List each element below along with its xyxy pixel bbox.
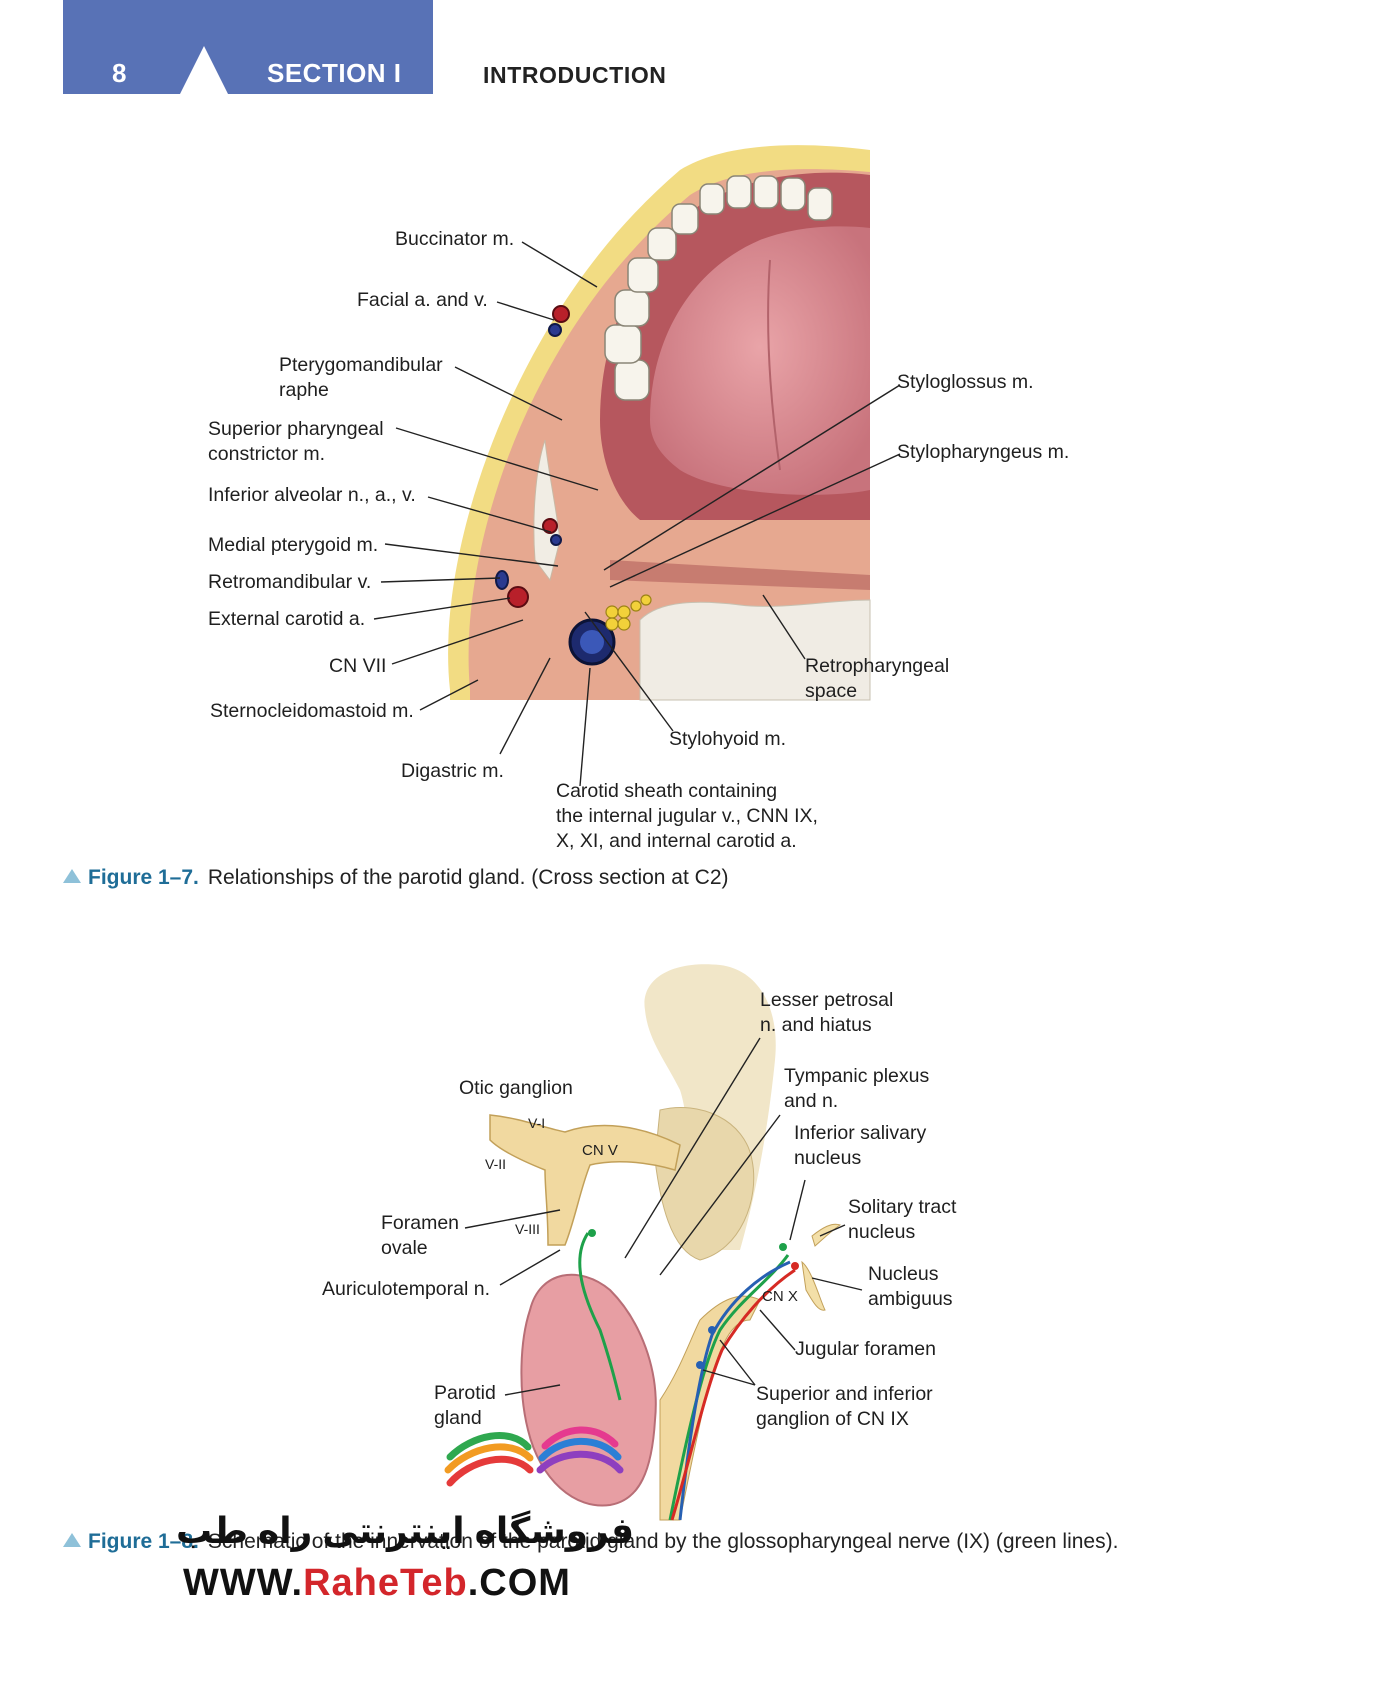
label-tympanic-plexus: Tympanic plexus and n. bbox=[784, 1065, 930, 1112]
label-pterygomandibular-raphe: Pterygomandibular raphe bbox=[279, 354, 443, 401]
figure-1-8-number: Figure 1–8. bbox=[88, 1530, 199, 1553]
label-auriculotemporal: Auriculotemporal n. bbox=[322, 1278, 490, 1300]
label-cn-x: CN X bbox=[762, 1288, 798, 1305]
watermark-url: WWW.RaheTeb.COM bbox=[183, 1562, 571, 1604]
section-title: SECTION I bbox=[267, 58, 402, 88]
label-buccinator: Buccinator m. bbox=[395, 228, 515, 250]
header-triangle-icon bbox=[180, 46, 228, 94]
label-superior-inferior-ganglion: Superior and inferior ganglion of CN IX bbox=[756, 1383, 933, 1430]
label-inferior-salivary-nucleus: Inferior salivary nucleus bbox=[794, 1122, 927, 1169]
label-cn-vii: CN VII bbox=[329, 655, 387, 677]
label-carotid-sheath: Carotid sheath containing the internal j… bbox=[556, 780, 818, 852]
label-lesser-petrosal: Lesser petrosal n. and hiatus bbox=[760, 989, 894, 1036]
page-number: 8 bbox=[112, 58, 127, 88]
label-facial-artery-vein: Facial a. and v. bbox=[357, 289, 488, 311]
label-nucleus-ambiguus: Nucleus ambiguus bbox=[868, 1263, 953, 1310]
label-v-ii: V-II bbox=[485, 1156, 507, 1172]
label-sternocleidomastoid: Sternocleidomastoid m. bbox=[210, 700, 414, 722]
chapter-title: INTRODUCTION bbox=[483, 62, 667, 88]
caption-triangle-icon bbox=[63, 869, 81, 883]
caption-triangle-icon bbox=[63, 1533, 81, 1547]
label-cn-v: CN V bbox=[582, 1142, 618, 1159]
figure-1-8-caption-text: Schematic of the innervation of the paro… bbox=[207, 1530, 1119, 1553]
watermark-persian-text: فروشگاه اینترنتی راه طب bbox=[176, 1510, 635, 1551]
label-retropharyngeal-space: Retropharyngeal space bbox=[805, 655, 950, 702]
figure-1-7-illustration bbox=[373, 145, 901, 787]
label-retromandibular: Retromandibular v. bbox=[208, 571, 372, 593]
section-header-tab bbox=[63, 0, 433, 94]
figure-1-7-caption-text: Relationships of the parotid gland. (Cro… bbox=[207, 866, 729, 889]
label-stylohyoid: Stylohyoid m. bbox=[669, 728, 787, 750]
label-foramen-ovale: Foramen ovale bbox=[381, 1212, 460, 1259]
label-v-iii: V-III bbox=[515, 1221, 540, 1237]
figure-1-7-number: Figure 1–7. bbox=[88, 866, 199, 889]
label-solitary-tract-nucleus: Solitary tract nucleus bbox=[848, 1196, 957, 1243]
label-otic-ganglion: Otic ganglion bbox=[459, 1077, 573, 1099]
label-inferior-alveolar: Inferior alveolar n., a., v. bbox=[208, 484, 416, 506]
label-styloglossus: Styloglossus m. bbox=[897, 371, 1034, 393]
label-medial-pterygoid: Medial pterygoid m. bbox=[208, 534, 379, 556]
label-digastric: Digastric m. bbox=[401, 760, 504, 782]
label-v-i: V-I bbox=[528, 1115, 546, 1131]
label-stylopharyngeus: Stylopharyngeus m. bbox=[897, 441, 1070, 463]
label-parotid-gland: Parotid gland bbox=[434, 1382, 496, 1429]
figure-1-8-caption: Figure 1–8. Schematic of the innervation … bbox=[63, 1530, 1118, 1554]
label-jugular-foramen: Jugular foramen bbox=[795, 1338, 936, 1360]
label-external-carotid: External carotid a. bbox=[208, 608, 366, 630]
label-superior-pharyngeal-constrictor: Superior pharyngeal constrictor m. bbox=[208, 418, 384, 465]
figure-1-7-caption: Figure 1–7. Relationships of the parotid … bbox=[63, 866, 729, 890]
